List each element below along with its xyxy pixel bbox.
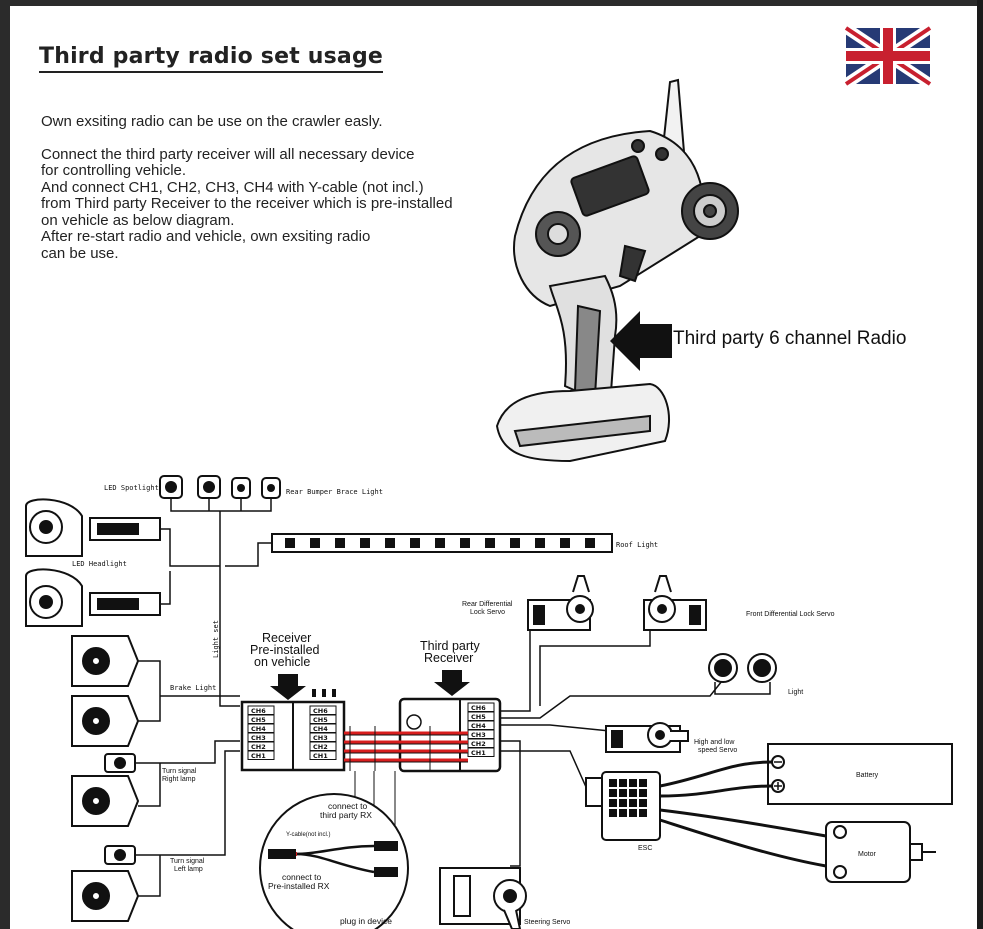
esc-label: ESC bbox=[638, 845, 652, 852]
battery-label: Battery bbox=[856, 772, 879, 779]
turn-right-label-1: Turn signal bbox=[162, 768, 197, 775]
roof-light-bar: Roof Light bbox=[225, 533, 658, 567]
receiver-label-3: on vehicle bbox=[254, 655, 310, 669]
y-cable-inset: connect to third party RX Y-cable(not in… bbox=[259, 793, 409, 929]
down-arrow-icon bbox=[270, 674, 306, 700]
receiver-label-2: Pre-installed bbox=[250, 643, 320, 657]
channel-label: CH1 bbox=[471, 749, 486, 757]
channel-slot bbox=[309, 750, 337, 760]
inset-connect-pre-1: connect to bbox=[282, 872, 321, 882]
motor bbox=[825, 821, 936, 883]
radio-transmitter-image bbox=[495, 78, 739, 463]
uk-flag-icon bbox=[842, 23, 934, 89]
led-headlight-group bbox=[25, 498, 220, 627]
steering-servo-label: Steering Servo bbox=[524, 919, 570, 926]
roof-light-label: Roof Light bbox=[616, 541, 658, 549]
y-cable-bundle bbox=[344, 731, 468, 762]
led-headlight-label: LED Headlight bbox=[72, 560, 127, 568]
channel-label: CH6 bbox=[251, 707, 266, 715]
channel-label: CH3 bbox=[251, 734, 266, 742]
inset-ycable-label: Y-cable(not incl.) bbox=[286, 832, 330, 838]
rear-diff-servo bbox=[527, 575, 594, 631]
rear-diff-label-2: Lock Servo bbox=[470, 609, 505, 616]
manual-page: Third party radio set usage Own exsiting… bbox=[10, 6, 977, 929]
instruction-line: for controlling vehicle. bbox=[41, 162, 187, 179]
wiring-diagram: LED Spotlight Rear Bumper Brace Light Ro… bbox=[25, 23, 953, 929]
light-set-label: Light set bbox=[212, 620, 220, 658]
down-arrow-icon bbox=[434, 670, 470, 696]
channel-label: CH2 bbox=[471, 740, 486, 748]
inset-connect-pre-2: Pre-installed RX bbox=[268, 881, 330, 891]
channel-label: CH5 bbox=[313, 716, 328, 724]
instruction-text: Own exsiting radio can be use on the cra… bbox=[41, 113, 561, 262]
battery bbox=[767, 743, 953, 805]
connector-icon bbox=[268, 849, 296, 859]
channel-label: CH6 bbox=[471, 704, 486, 712]
led-spotlight-group: LED Spotlight Rear Bumper Brace Light bbox=[104, 475, 383, 707]
front-diff-servo bbox=[643, 575, 707, 631]
channel-label: CH2 bbox=[313, 743, 328, 751]
turn-left-label-2: Left lamp bbox=[174, 866, 203, 873]
channel-label: CH2 bbox=[251, 743, 266, 751]
arrow-icon bbox=[610, 311, 672, 371]
receiver-label-1: Receiver bbox=[262, 631, 311, 645]
inset-plug-label: plug in device bbox=[340, 916, 392, 926]
channel-label: CH5 bbox=[251, 716, 266, 724]
channel-label: CH1 bbox=[313, 752, 328, 760]
tail-light-group bbox=[71, 635, 240, 922]
turn-right-label-2: Right lamp bbox=[162, 776, 196, 783]
channel-label: CH4 bbox=[471, 722, 486, 730]
intro-line: Own exsiting radio can be use on the cra… bbox=[41, 113, 383, 130]
radio-callout-label: Third party 6 channel Radio bbox=[673, 328, 907, 349]
channel-label: CH3 bbox=[471, 731, 486, 739]
page-title: Third party radio set usage bbox=[39, 44, 384, 73]
instruction-line: from Third party Receiver to the receive… bbox=[41, 195, 453, 212]
speed-servo-label-1: High and low bbox=[694, 739, 735, 746]
channel-slot bbox=[247, 750, 275, 760]
third-rx-label-2: Receiver bbox=[424, 651, 473, 665]
turn-left-label-1: Turn signal bbox=[170, 858, 205, 865]
window-edge bbox=[977, 0, 983, 929]
channel-label: CH3 bbox=[313, 734, 328, 742]
rear-bumper-light-label: Rear Bumper Brace Light bbox=[286, 488, 383, 496]
inset-connect-third-1: connect to bbox=[328, 801, 367, 811]
speed-servo-label-2: speed Servo bbox=[698, 747, 737, 754]
instruction-line: can be use. bbox=[41, 244, 119, 262]
channel-label: CH6 bbox=[313, 707, 328, 715]
steering-servo bbox=[439, 867, 527, 929]
brake-light-label: Brake Light bbox=[170, 684, 216, 692]
connector-icon bbox=[374, 841, 398, 851]
rear-diff-label-1: Rear Differential bbox=[462, 601, 513, 608]
channel-label: CH1 bbox=[251, 752, 266, 760]
channel-label: CH4 bbox=[313, 725, 328, 733]
inset-connect-third-2: third party RX bbox=[320, 810, 372, 820]
esc bbox=[585, 760, 827, 868]
led-spotlight-label: LED Spotlight bbox=[104, 484, 159, 492]
instruction-line: on vehicle as below diagram. bbox=[41, 211, 235, 229]
light-label: Light bbox=[788, 689, 803, 696]
connector-icon bbox=[374, 867, 398, 877]
instruction-line: And connect CH1, CH2, CH3, CH4 with Y-ca… bbox=[41, 178, 424, 196]
third-rx-label-1: Third party bbox=[420, 639, 480, 653]
light-pair bbox=[708, 653, 777, 695]
motor-label: Motor bbox=[858, 851, 877, 858]
front-diff-label: Front Differential Lock Servo bbox=[746, 611, 835, 618]
channel-label: CH5 bbox=[471, 713, 486, 721]
instruction-line: After re-start radio and vehicle, own ex… bbox=[41, 228, 371, 245]
instruction-line: Connect the third party receiver will al… bbox=[41, 145, 415, 163]
channel-label: CH4 bbox=[251, 725, 266, 733]
speed-servo bbox=[605, 722, 689, 753]
